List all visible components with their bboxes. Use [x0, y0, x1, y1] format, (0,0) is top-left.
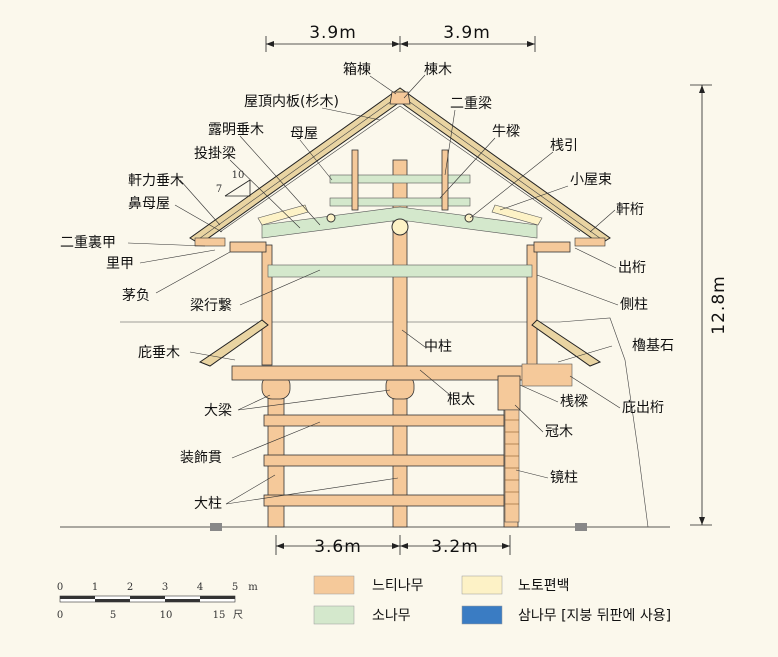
component-labels: 箱棟 棟木 屋頂内板(杉木) 二重梁 露明垂木 母屋 牛樑 投掛梁 桟引 小屋束…: [60, 62, 674, 512]
scale-shaku-15: 15: [213, 610, 226, 621]
label-okujounaiban: 屋頂内板(杉木): [244, 94, 339, 110]
scale-shaku-unit: 尺: [233, 609, 243, 621]
label-daiitou: 大梁: [204, 403, 232, 419]
label-soushokunuki: 装飾貫: [180, 450, 222, 466]
dim-top-right: 3.9m: [443, 23, 491, 43]
label-rokumeitaruki: 露明垂木: [208, 122, 264, 138]
label-gawabashira: 側柱: [620, 297, 648, 313]
label-nakabashira: 中柱: [424, 339, 452, 355]
height-dimension: 12.8m: [690, 84, 729, 526]
label-sanbiki: 桟引: [550, 138, 578, 154]
legend-label-cedar: 삼나무 [지붕 뒤판에 사용]: [518, 608, 671, 624]
pitch-run: 10: [232, 170, 245, 181]
scale-shaku-10: 10: [160, 610, 173, 621]
pitch-rise: 7: [216, 184, 222, 195]
roof-pitch-mark: 10 7: [216, 170, 251, 197]
label-nokichikara: 軒力垂木: [128, 173, 184, 189]
dim-bottom-left: 3.6m: [314, 537, 362, 557]
label-kanmuriki: 冠木: [545, 424, 573, 440]
dim-bottom-right: 3.2m: [431, 537, 479, 557]
label-rokisekki: 櫓基石: [632, 337, 674, 354]
legend-label-pine: 소나무: [372, 608, 411, 624]
label-hisashidegeta: 庇出桁: [622, 400, 664, 416]
label-moya: 母屋: [290, 126, 318, 142]
dim-height: 12.8m: [709, 275, 729, 334]
scale-bar: 0 1 2 3 4 5 m 0 5 10 15 尺: [57, 582, 258, 621]
label-haryuukei: 梁行繋: [190, 298, 232, 314]
scale-m-3: 3: [162, 582, 168, 593]
legend-swatch-hiba: [461, 575, 503, 595]
scale-m-0: 0: [57, 582, 63, 593]
bottom-dimension: 3.6m 3.2m: [275, 535, 511, 557]
label-kyouchuu: 镜柱: [550, 470, 578, 486]
dim-top-left: 3.9m: [309, 23, 357, 43]
scale-m-2: 2: [127, 582, 133, 593]
legend-swatch-keyaki: [313, 575, 355, 595]
scale-shaku-5: 5: [110, 610, 116, 621]
legend-swatch-pine: [313, 605, 355, 625]
scale-m-5: 5: [232, 582, 238, 593]
legend: 느티나무 노토편백 소나무 삼나무 [지붕 뒤판에 사용]: [313, 575, 671, 625]
structure: [229, 149, 573, 528]
scale-m-4: 4: [197, 582, 203, 593]
ground: [60, 317, 670, 531]
legend-swatch-cedar: [461, 605, 503, 625]
label-munagi: 棟木: [424, 62, 452, 78]
label-hisashitaruki: 庇垂木: [138, 345, 180, 361]
label-degeta: 出桁: [618, 260, 646, 276]
label-kayaoi: 茅负: [122, 288, 150, 304]
label-gyuuryou: 牛樑: [492, 124, 520, 140]
label-nebuto: 根太: [447, 392, 475, 408]
legend-label-keyaki: 느티나무: [372, 578, 424, 594]
label-koyazuka: 小屋束: [570, 172, 612, 188]
top-dimension: 3.9m 3.9m: [265, 23, 536, 52]
scale-shaku-0: 0: [57, 610, 63, 621]
label-hanamoya: 鼻母屋: [128, 195, 170, 212]
scale-m-unit: m: [248, 582, 258, 593]
label-nagekakebari: 投掛梁: [194, 146, 236, 162]
label-nijuuurakou: 二重裏甲: [60, 234, 116, 251]
label-sanryou: 桟樑: [560, 394, 588, 410]
scale-m-1: 1: [92, 582, 98, 593]
label-daichuu: 大柱: [194, 496, 222, 512]
label-nokigeta: 軒桁: [616, 202, 644, 218]
label-hakomune: 箱棟: [343, 62, 371, 78]
label-nijuubari: 二重梁: [450, 96, 492, 112]
label-urakou: 里甲: [106, 256, 134, 272]
legend-label-hiba: 노토편백: [518, 578, 570, 594]
leader-lines: [127, 74, 621, 505]
